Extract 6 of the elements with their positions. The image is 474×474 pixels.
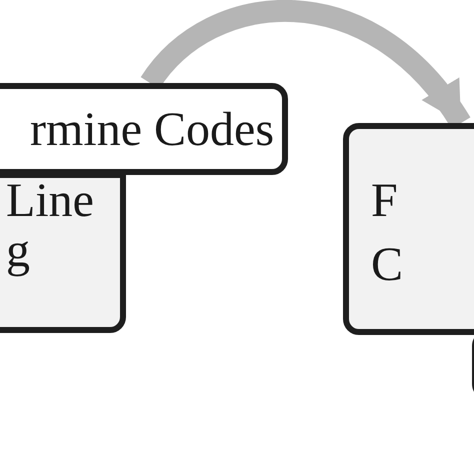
box-label: rmine Codes <box>29 102 274 158</box>
process-box <box>343 123 474 335</box>
process-box <box>0 172 126 333</box>
box-label: Line g <box>6 176 90 276</box>
process-box <box>0 83 288 175</box>
box-label: F C <box>371 173 404 293</box>
